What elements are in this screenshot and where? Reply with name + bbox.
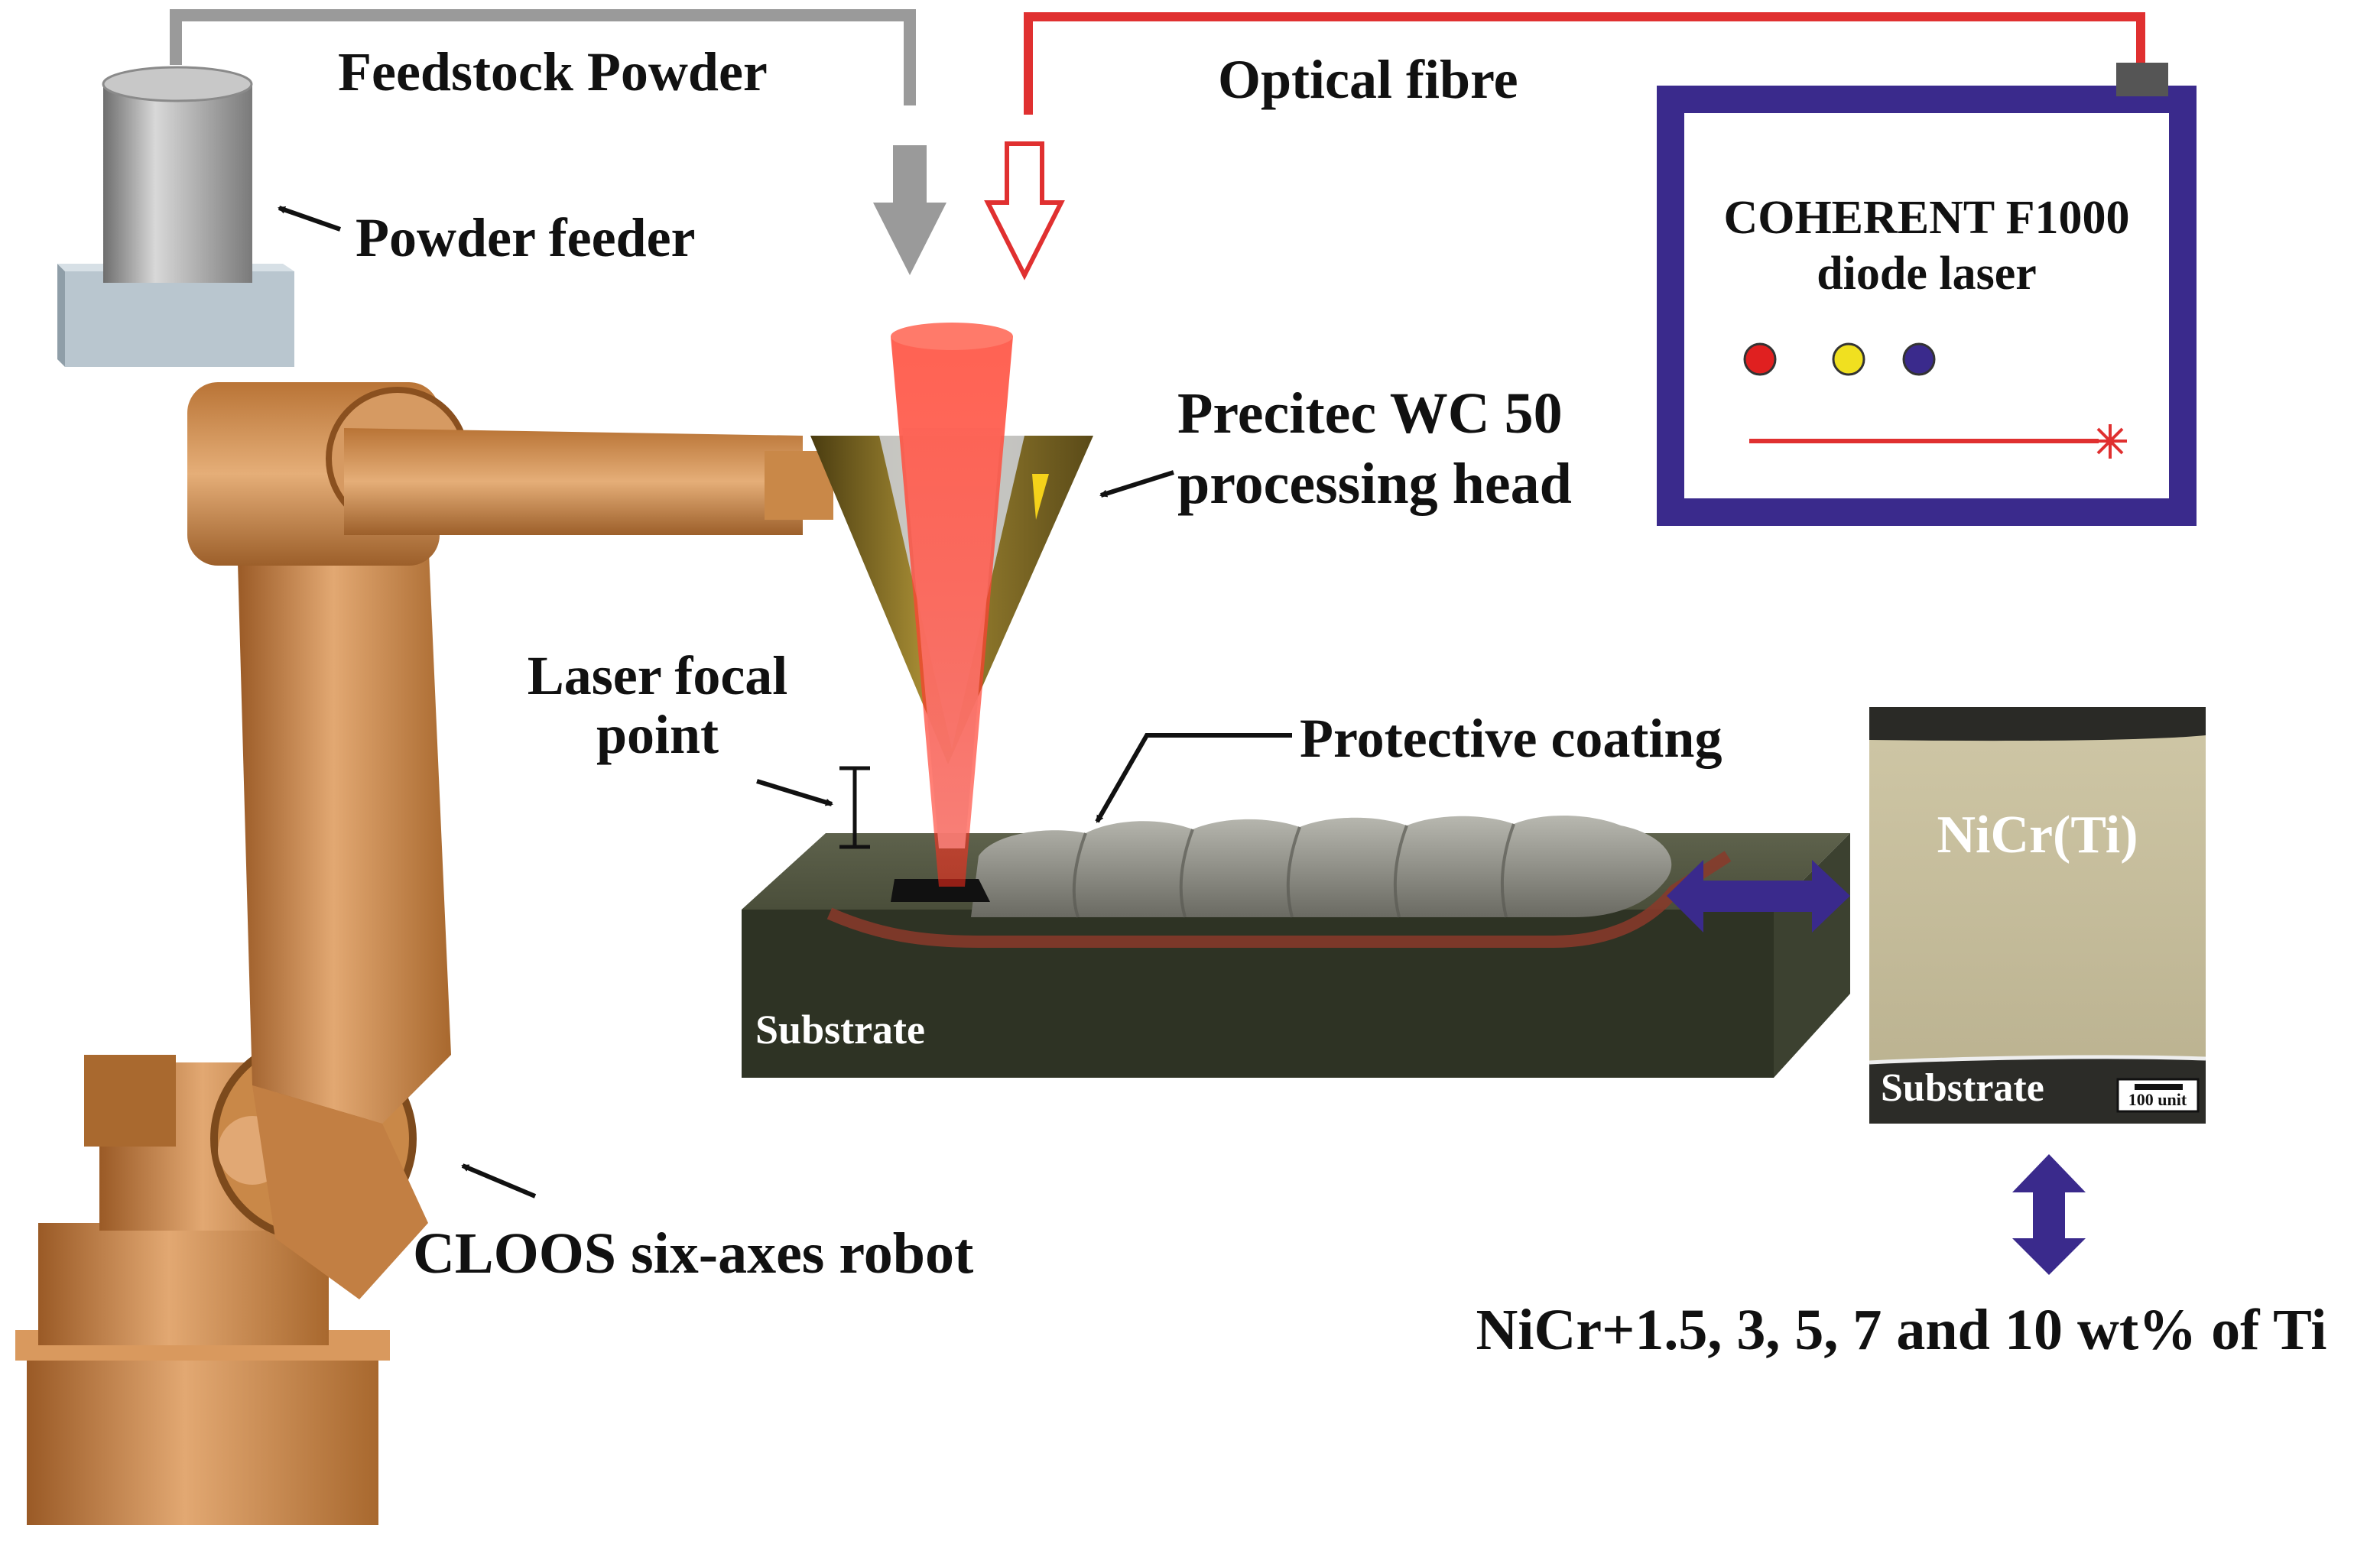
composition-label: NiCr+1.5, 3, 5, 7 and 10 wt% of Ti (1476, 1298, 2326, 1362)
focal-pointer (756, 779, 833, 806)
powder-feeder (57, 66, 294, 367)
powder-feed-line (170, 9, 916, 105)
optical-fibre-line (1024, 12, 2145, 115)
substrate-block-label: Substrate (755, 1007, 925, 1053)
focal-distance-marker (839, 766, 870, 849)
laser-title-line2: diode laser (1817, 248, 2037, 300)
micrograph-substrate-label: Substrate (1881, 1066, 2044, 1110)
robot-label: CLOOS six-axes robot (413, 1221, 973, 1286)
diode-laser-unit (1657, 63, 2197, 526)
melt-pool (891, 879, 990, 902)
powder-feeder-pointer (278, 206, 341, 232)
processing-head-line1: Precitec WC 50 (1177, 381, 1563, 446)
horizontal-double-arrow-icon (1667, 860, 1850, 933)
head-pointer (1099, 470, 1174, 498)
optical-fibre-label: Optical fibre (1218, 49, 1518, 110)
protective-coating-beads (971, 815, 1672, 918)
processing-head (810, 323, 1093, 887)
feedstock-powder-label: Feedstock Powder (338, 41, 768, 102)
processing-head-line2: processing head (1177, 452, 1572, 516)
red-dot-icon (1743, 342, 1777, 376)
pointer-arrows (278, 206, 1292, 1199)
micrograph (1869, 707, 2206, 1124)
powder-feeder-label: Powder feeder (356, 207, 695, 268)
scale-bar-label: 100 unit (2128, 1090, 2187, 1109)
micrograph-coating-label: NiCr(Ti) (1937, 806, 2138, 864)
focal-point-line1: Laser focal (528, 645, 788, 706)
laser-title-line1: COHERENT F1000 (1723, 192, 2129, 244)
protective-coating-label: Protective coating (1300, 708, 1722, 769)
yellow-dot-icon (1832, 342, 1865, 376)
blue-dot-icon (1902, 342, 1936, 376)
focal-point-line2: point (596, 704, 719, 765)
laser-beam-icon (1749, 424, 2127, 459)
vertical-double-arrow-icon (2012, 1154, 2086, 1275)
down-arrow-icon (873, 145, 946, 275)
robot-pointer (461, 1163, 537, 1199)
robot-arm (15, 382, 833, 1525)
coating-pointer (1095, 733, 1292, 823)
down-arrow-outline-icon (984, 141, 1065, 281)
